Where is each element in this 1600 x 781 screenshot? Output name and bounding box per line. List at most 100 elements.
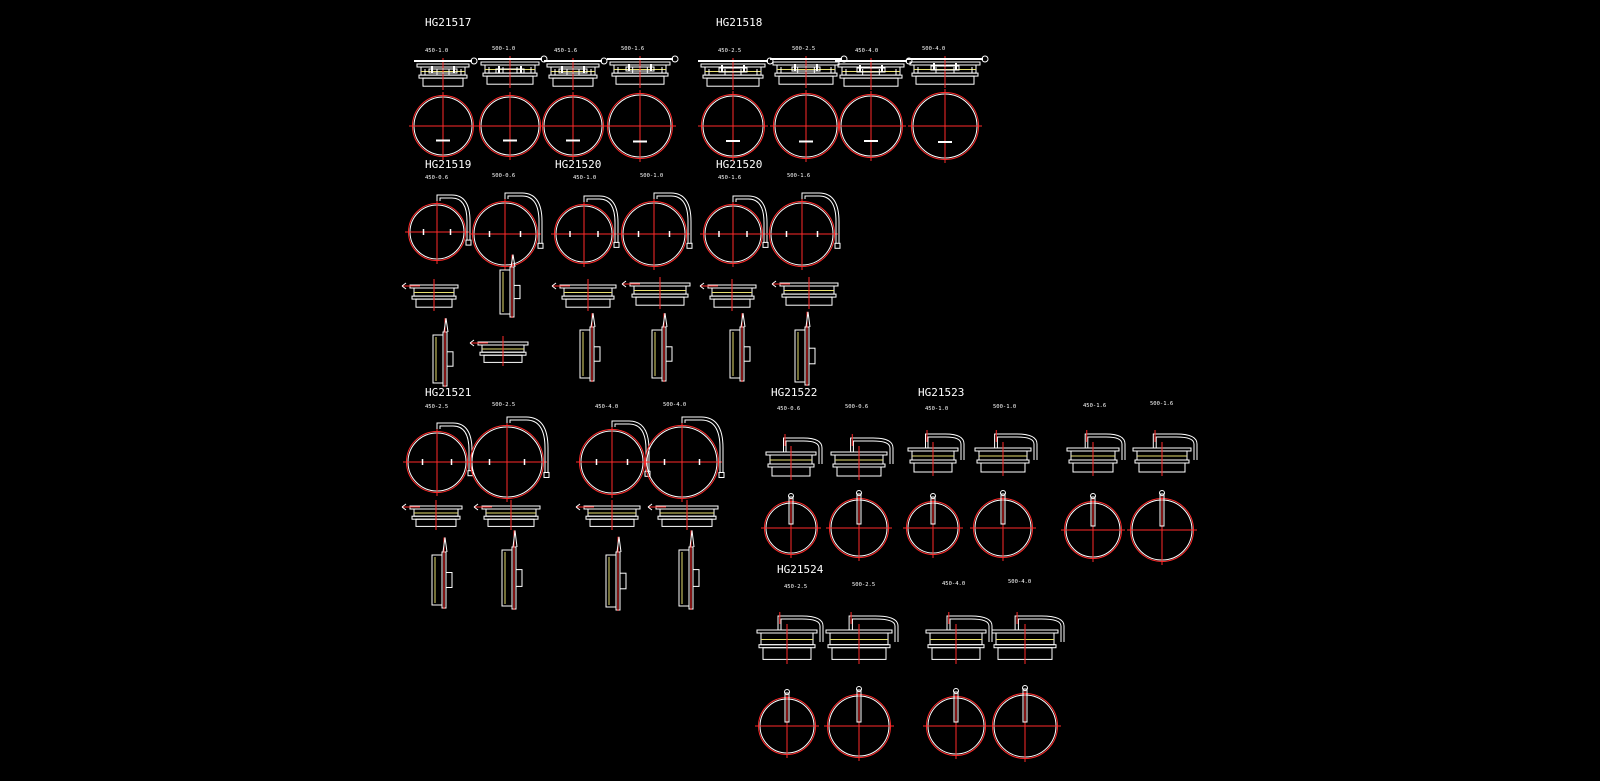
manhole-side-view xyxy=(651,313,673,382)
manhole-plan-view xyxy=(618,192,693,270)
manhole-elevation-view xyxy=(473,500,541,530)
size-label: 450-4.0 xyxy=(595,404,618,410)
manhole-plan-view xyxy=(923,688,989,759)
manhole-elevation-view xyxy=(607,55,679,88)
size-label: 450-2.5 xyxy=(784,584,807,590)
manhole-plan-view xyxy=(405,194,472,264)
group-title-hg21523: HG21523 xyxy=(918,386,964,399)
size-label: 450-2.5 xyxy=(425,404,448,410)
manhole-plan-view xyxy=(824,686,894,761)
size-label: 500-1.6 xyxy=(787,173,810,179)
size-label: 450-1.0 xyxy=(925,406,948,412)
manhole-side-view xyxy=(794,311,816,386)
manhole-elevation-view xyxy=(974,430,1038,476)
manhole-elevation-view xyxy=(1132,430,1198,476)
manhole-elevation-view xyxy=(575,500,641,530)
group-title-hg21521: HG21521 xyxy=(425,386,471,399)
manhole-plan-view xyxy=(698,91,768,161)
manhole-plan-view xyxy=(469,192,544,270)
manhole-side-view xyxy=(501,530,523,610)
group-title-hg21522: HG21522 xyxy=(771,386,817,399)
size-label: 500-1.0 xyxy=(640,173,663,179)
manhole-elevation-view xyxy=(698,57,774,90)
size-label: 500-4.0 xyxy=(1008,579,1031,585)
manhole-elevation-view xyxy=(699,279,757,311)
manhole-plan-view xyxy=(539,92,607,160)
manhole-side-view xyxy=(431,537,453,609)
size-label: 450-1.6 xyxy=(1083,403,1106,409)
manhole-plan-view xyxy=(989,685,1061,762)
manhole-plan-view xyxy=(761,493,821,558)
manhole-elevation-view xyxy=(991,612,1065,664)
manhole-elevation-view xyxy=(401,279,459,311)
manhole-side-view xyxy=(579,313,601,382)
size-label: 500-4.0 xyxy=(663,402,686,408)
manhole-plan-view xyxy=(903,493,963,558)
manhole-plan-view xyxy=(642,416,725,502)
manhole-plan-view xyxy=(836,91,906,161)
size-label: 500-1.6 xyxy=(621,46,644,52)
size-label: 500-2.5 xyxy=(852,582,875,588)
manhole-elevation-view xyxy=(469,336,529,366)
group-title-hg21524: HG21524 xyxy=(777,563,824,576)
manhole-plan-view xyxy=(551,195,620,267)
manhole-elevation-view xyxy=(765,434,823,480)
manhole-plan-view xyxy=(970,490,1036,561)
manhole-drawings xyxy=(401,55,1198,762)
manhole-plan-view xyxy=(409,92,477,160)
manhole-elevation-view xyxy=(770,55,848,88)
manhole-elevation-view xyxy=(756,612,824,664)
size-label: 500-2.5 xyxy=(792,46,815,52)
manhole-side-view xyxy=(729,313,751,382)
size-label: 450-0.6 xyxy=(425,175,448,181)
manhole-elevation-view xyxy=(544,57,608,90)
size-label: 450-1.6 xyxy=(554,48,577,54)
size-label: 450-1.6 xyxy=(718,175,741,181)
size-label: 450-2.5 xyxy=(718,48,741,54)
size-label: 450-4.0 xyxy=(855,48,878,54)
manhole-plan-view xyxy=(1127,490,1197,565)
group-title-hg21518: HG21518 xyxy=(716,16,762,29)
manhole-elevation-view xyxy=(830,434,894,480)
size-label: 500-4.0 xyxy=(922,46,945,52)
manhole-plan-view xyxy=(604,90,676,162)
group-title-hg21517: HG21517 xyxy=(425,16,471,29)
manhole-elevation-view xyxy=(771,277,839,309)
group-title-hg21520-a: HG21520 xyxy=(555,158,601,171)
manhole-plan-view xyxy=(908,89,982,163)
manhole-elevation-view xyxy=(414,57,478,90)
manhole-side-view xyxy=(605,536,627,611)
manhole-side-view xyxy=(432,318,454,387)
size-label: 500-1.6 xyxy=(1150,401,1173,407)
manhole-side-view xyxy=(499,254,521,318)
manhole-elevation-view xyxy=(907,55,989,88)
manhole-elevation-view xyxy=(907,430,965,476)
manhole-side-view xyxy=(678,530,700,610)
group-title-hg21519: HG21519 xyxy=(425,158,471,171)
size-label: 500-1.0 xyxy=(993,404,1016,410)
size-label: 500-0.6 xyxy=(492,173,515,179)
manhole-plan-view xyxy=(1061,493,1125,562)
manhole-plan-view xyxy=(766,192,841,270)
manhole-plan-view xyxy=(700,195,769,267)
manhole-plan-view xyxy=(826,490,892,561)
manhole-elevation-view xyxy=(621,277,691,309)
manhole-plan-view xyxy=(755,689,819,758)
manhole-elevation-view xyxy=(551,279,617,311)
manhole-elevation-view xyxy=(825,612,899,664)
manhole-elevation-view xyxy=(925,612,993,664)
manhole-plan-view xyxy=(576,420,651,498)
group-title-hg21520-b: HG21520 xyxy=(716,158,762,171)
manhole-plan-view xyxy=(467,416,550,502)
manhole-elevation-view xyxy=(1066,430,1126,476)
manhole-plan-view xyxy=(403,422,474,496)
size-label: 500-2.5 xyxy=(492,402,515,408)
manhole-elevation-view xyxy=(401,500,463,530)
size-label: 450-4.0 xyxy=(942,581,965,587)
size-label: 500-1.0 xyxy=(492,46,515,52)
size-label: 500-0.6 xyxy=(845,404,868,410)
size-label: 450-1.0 xyxy=(573,175,596,181)
size-label: 450-0.6 xyxy=(777,406,800,412)
